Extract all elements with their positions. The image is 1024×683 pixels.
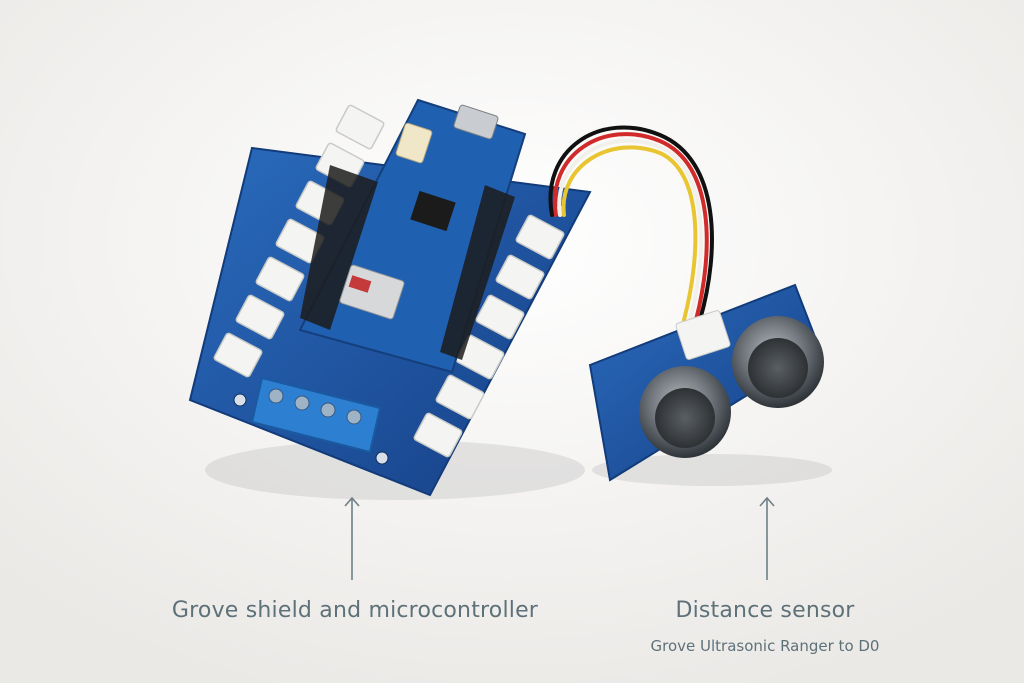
module-logo (348, 275, 372, 293)
microcontroller-board (298, 98, 527, 374)
caption-shield: Grove shield and microcontroller (171, 598, 539, 623)
grove-connectors-right (413, 214, 565, 458)
mcu-chip (410, 190, 456, 232)
arrow-up-right (759, 496, 775, 580)
grove-cable (548, 125, 714, 322)
usb-connector (453, 104, 499, 140)
screw-terminal (250, 376, 382, 454)
transducer-left (639, 366, 731, 458)
battery-connector (395, 122, 433, 164)
ultrasonic-sensor (588, 283, 832, 486)
sensor-grove-connector (675, 310, 731, 360)
arrow-up-left (344, 496, 360, 580)
caption-sensor-title: Distance sensor (675, 598, 855, 623)
transducer-right (732, 316, 824, 408)
caption-sensor-subtitle: Grove Ultrasonic Ranger to D0 (650, 637, 880, 655)
